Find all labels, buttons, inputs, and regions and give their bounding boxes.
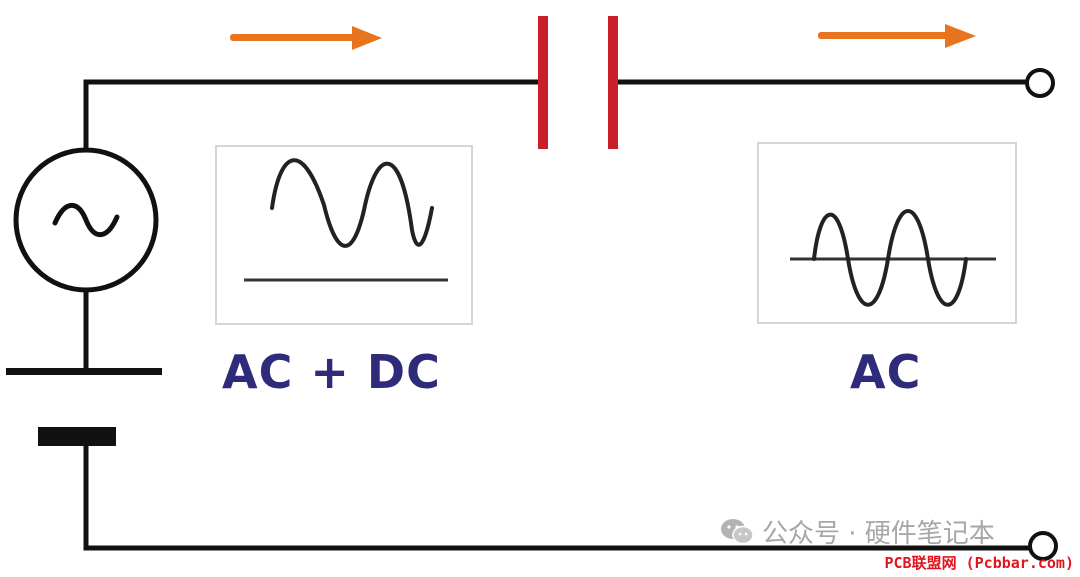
input-waveform <box>270 158 434 248</box>
ac-source-icon <box>13 147 159 293</box>
output-waveform <box>812 209 968 307</box>
bottom-wire <box>83 443 1033 551</box>
left-arrow-head <box>352 26 382 50</box>
wires <box>83 79 1033 551</box>
wechat-watermark-text: 公众号 · 硬件笔记本 <box>762 519 995 549</box>
output-signal-label: AC <box>850 345 922 399</box>
output-waveform-box <box>757 142 1017 324</box>
top-left-wire <box>83 79 543 153</box>
bottom-terminal <box>1028 531 1058 561</box>
capacitor-icon <box>538 16 618 149</box>
left-arrow-shaft <box>230 34 358 41</box>
right-arrow-shaft <box>818 32 950 39</box>
input-waveform-box <box>215 145 473 325</box>
dc-battery-icon <box>6 368 162 446</box>
right-arrow-head <box>945 24 976 48</box>
terminal-icon <box>1025 68 1058 561</box>
input-signal-label: AC + DC <box>222 345 441 399</box>
top-terminal <box>1025 68 1055 98</box>
wechat-watermark: 公众号 · 硬件笔记本 <box>720 513 995 550</box>
current-arrow-icon <box>230 24 976 50</box>
wechat-icon <box>720 518 754 546</box>
site-watermark: PCB联盟网 (Pcbbar.com) <box>884 554 1075 572</box>
